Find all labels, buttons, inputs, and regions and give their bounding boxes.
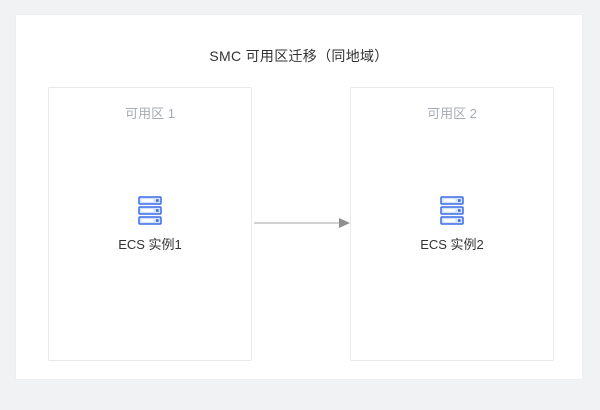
ecs-instance-1-label: ECS 实例1 xyxy=(118,237,182,252)
ecs-node-1: ECS 实例1 xyxy=(49,196,251,253)
zone-1-label: 可用区 1 xyxy=(125,106,175,121)
zone-2-label: 可用区 2 xyxy=(427,106,477,121)
zone-box-2: 可用区 2 xyxy=(350,87,554,361)
ecs-node-2: ECS 实例2 xyxy=(351,196,553,253)
ecs-server-icon xyxy=(440,196,464,230)
diagram-title: SMC 可用区迁移（同地域） xyxy=(209,48,389,64)
ecs-instance-2-label: ECS 实例2 xyxy=(420,237,484,252)
diagram-card: SMC 可用区迁移（同地域） 可用区 1 xyxy=(15,14,583,380)
arrow-right-icon xyxy=(254,218,350,228)
zone-box-1: 可用区 1 xyxy=(48,87,252,361)
migration-arrow xyxy=(254,216,350,230)
ecs-server-icon xyxy=(138,196,162,230)
